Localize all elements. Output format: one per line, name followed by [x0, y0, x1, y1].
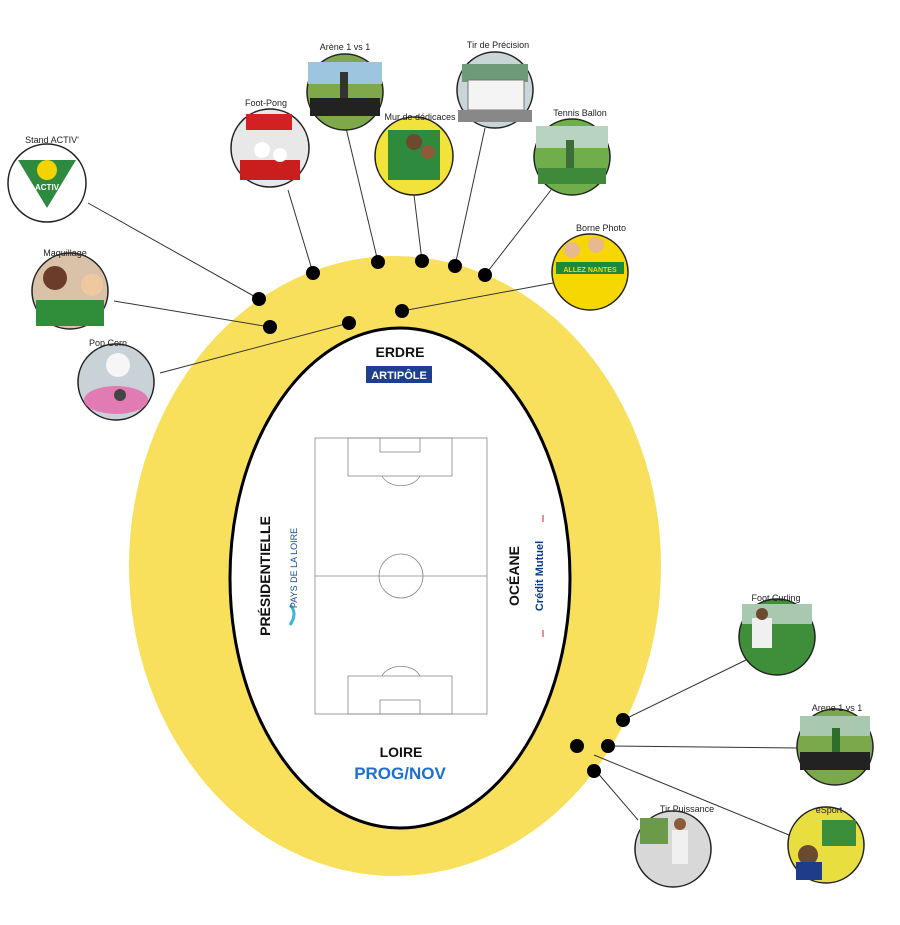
activity-foot-curling[interactable]: Foot Curling — [738, 593, 816, 676]
activity-label: eSport — [816, 805, 843, 815]
dot-mur-dedicaces — [415, 254, 429, 268]
artipole-text: ARTIPÔLE — [371, 369, 427, 382]
activity-label: Maquillage — [43, 248, 87, 258]
football-pitch — [314, 437, 488, 715]
activity-label: Borne Photo — [576, 223, 626, 233]
connector-lines — [87, 127, 799, 836]
activity-label: Tir de Précision — [467, 40, 529, 50]
dot-foot-curling — [616, 713, 630, 727]
activity-label: Arene 1 vs 1 — [812, 703, 863, 713]
activity-esport[interactable]: eSport — [787, 805, 865, 884]
svg-text:ACTIV: ACTIV — [35, 183, 60, 192]
connector-dots — [252, 254, 630, 778]
activity-arene-east[interactable]: Arene 1 vs 1 — [796, 703, 874, 786]
activity-label: Tir Puissance — [660, 804, 714, 814]
credit-mutuel-text: Crédit Mutuel — [534, 541, 546, 611]
activity-tir-puissance[interactable]: Tir Puissance — [634, 804, 714, 888]
activity-borne-photo[interactable]: ALLEZ NANTES Borne Photo — [551, 223, 629, 311]
dot-tir-puissance — [587, 764, 601, 778]
activity-label: Mur de dédicaces — [384, 112, 456, 122]
activity-label: Foot-Pong — [245, 98, 287, 108]
dot-arene-north — [371, 255, 385, 269]
activity-label: Foot Curling — [751, 593, 800, 603]
activity-label: Tennis Ballon — [553, 108, 607, 118]
pays-de-la-loire-logo: PAYS DE LA LOIRE — [288, 528, 299, 626]
stand-north-label: ERDRE — [375, 344, 424, 360]
dot-pop-corn — [342, 316, 356, 330]
stand-west-label: PRÉSIDENTIELLE — [257, 516, 273, 636]
dot-stand-activ — [252, 292, 266, 306]
dot-arene-east — [601, 739, 615, 753]
activity-stand-activ[interactable]: ACTIV Stand ACTIV' — [7, 135, 87, 223]
activity-tir-precision[interactable]: Tir de Précision — [456, 40, 534, 129]
activity-pop-corn[interactable]: Pop Corn — [77, 338, 155, 421]
dot-maquillage — [263, 320, 277, 334]
stand-south-label: LOIRE — [380, 744, 423, 760]
activity-label: Stand ACTIV' — [25, 135, 79, 145]
dot-tennis-ballon — [478, 268, 492, 282]
activity-label: Pop Corn — [89, 338, 127, 348]
dot-esport — [570, 739, 584, 753]
pays-de-la-loire-text: PAYS DE LA LOIRE — [289, 528, 299, 608]
svg-text:ALLEZ NANTES: ALLEZ NANTES — [563, 267, 617, 274]
artipole-logo: ARTIPÔLE — [366, 366, 432, 383]
stand-east-label: OCÉANE — [506, 546, 522, 606]
credit-mutuel-logo: Crédit Mutuel — [534, 515, 546, 637]
activity-mur-dedicaces[interactable]: Mur de dédicaces — [374, 112, 456, 196]
dot-borne-photo — [395, 304, 409, 318]
dot-foot-pong — [306, 266, 320, 280]
activity-foot-pong[interactable]: Foot-Pong — [230, 98, 310, 188]
activity-maquillage[interactable]: Maquillage — [31, 248, 109, 330]
activity-label: Arène 1 vs 1 — [320, 42, 371, 52]
dot-tir-precision — [448, 259, 462, 273]
activity-arene-north[interactable]: Arène 1 vs 1 — [306, 42, 384, 131]
activity-tennis-ballon[interactable]: Tennis Ballon — [533, 108, 611, 196]
prognov-logo: PROG/NOV — [354, 764, 446, 783]
